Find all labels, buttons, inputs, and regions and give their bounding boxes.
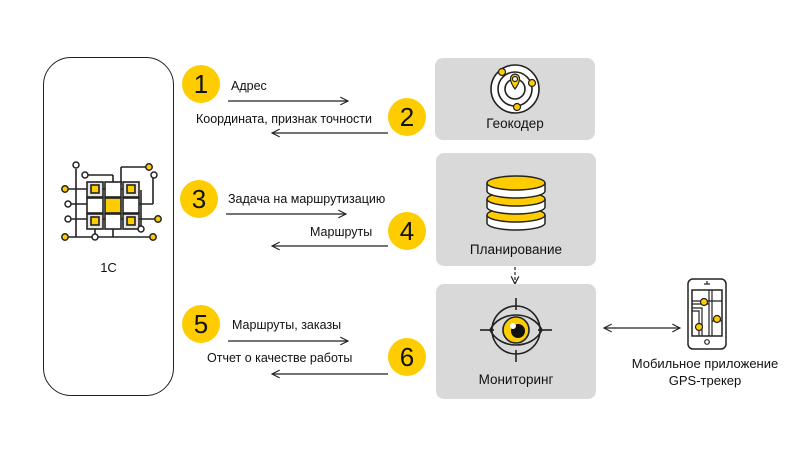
smartphone-map-icon xyxy=(687,278,727,350)
step-label-5: Маршруты, заказы xyxy=(232,318,342,332)
service-monitoring: Мониторинг xyxy=(436,284,596,399)
database-stack-icon xyxy=(486,175,546,231)
mobile-app-label: Мобильное приложение xyxy=(631,356,779,371)
service-planning: Планирование xyxy=(436,153,596,266)
service-geocoder: Геокодер xyxy=(435,58,595,140)
step-badge-1: 1 xyxy=(182,65,220,103)
step-label-1: Адрес xyxy=(231,79,267,93)
step-label-4: Маршруты xyxy=(310,225,373,239)
service-label-geocoder: Геокодер xyxy=(486,116,544,131)
step-label-3: Задача на маршрутизацию xyxy=(228,192,386,206)
step-label-2: Координата, признак точности xyxy=(196,112,373,126)
step-badge-2: 2 xyxy=(388,98,426,136)
step-badge-3: 3 xyxy=(180,180,218,218)
mobile-app-caption: Мобильное приложение GPS-трекер xyxy=(610,355,800,389)
eye-target-icon xyxy=(480,298,552,362)
step-badge-5: 5 xyxy=(182,305,220,343)
onec-label: 1C xyxy=(100,260,117,275)
onec-system-block xyxy=(43,57,174,396)
service-label-monitoring: Мониторинг xyxy=(478,372,554,387)
step-badge-6: 6 xyxy=(388,338,426,376)
service-label-planning: Планирование xyxy=(469,242,563,257)
circuit-chip-icon xyxy=(61,161,162,241)
step-label-6: Отчет о качестве работы xyxy=(207,351,353,365)
gps-tracker-label: GPS-трекер xyxy=(668,373,742,388)
step-badge-4: 4 xyxy=(388,212,426,250)
radar-pin-icon xyxy=(490,64,540,114)
